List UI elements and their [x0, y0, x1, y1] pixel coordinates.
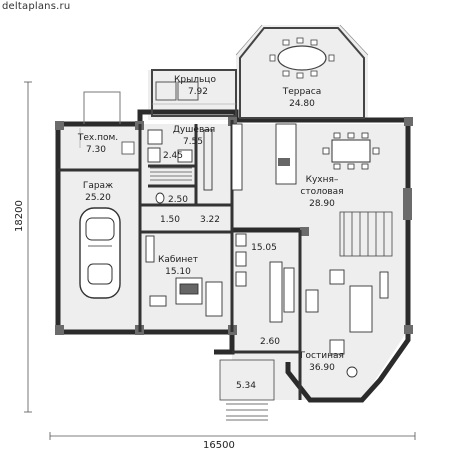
room-name-porch: Крыльцо: [174, 75, 216, 85]
room-area-corridor: 3.22: [200, 215, 220, 225]
porch: [151, 69, 237, 117]
room-name-kitchen-1: Кухня–: [306, 175, 339, 185]
entry-steps: [219, 359, 275, 421]
room-name-tech: Тех.пом.: [77, 133, 118, 143]
room-name-kitchen-2: столовая: [300, 187, 343, 197]
small-staircase: [150, 167, 192, 181]
room-area-kitchen: 28.90: [309, 199, 335, 209]
room-area-terrace: 24.80: [289, 99, 315, 109]
room-area-wc: 2.50: [168, 195, 188, 205]
room-area-closet: 1.50: [160, 215, 180, 225]
dimension-lines: [24, 81, 416, 440]
hall-fixtures: [235, 233, 295, 323]
room-labels: Крыльцо 7.92 Терраса 24.80 Тех.пом. 7.30…: [77, 75, 344, 391]
room-area-office: 15.10: [165, 267, 191, 277]
room-area-garage: 25.20: [85, 193, 111, 203]
width-dimension: 16500: [203, 440, 235, 450]
room-area-porch: 7.92: [188, 87, 208, 97]
shower-room-fixtures: [147, 129, 213, 204]
room-name-living: Гостиная: [300, 351, 344, 361]
room-area-living: 36.90: [309, 363, 335, 373]
room-area-hall: 15.05: [251, 243, 277, 253]
room-area-small-stairs: 2.45: [163, 151, 183, 161]
room-area-entry: 5.34: [236, 381, 256, 391]
room-name-office: Кабинет: [158, 255, 198, 265]
kitchen-dining: [231, 123, 380, 191]
room-name-shower: Душевая: [173, 125, 215, 135]
room-name-terrace: Терраса: [282, 87, 321, 97]
site-watermark: deltaplans.ru: [2, 1, 71, 12]
interior-walls: [58, 120, 302, 400]
main-staircase: [339, 211, 393, 257]
office-furniture: [145, 235, 223, 317]
height-dimension: 18200: [14, 200, 25, 232]
tech-room: [79, 128, 135, 155]
room-area-vestibule: 2.60: [260, 337, 280, 347]
living-room-furniture: [305, 269, 389, 378]
garage-entry-ramp: [83, 91, 121, 124]
garage-car: [79, 207, 121, 299]
room-area-tech: 7.30: [86, 145, 106, 155]
room-name-garage: Гараж: [83, 181, 113, 191]
room-area-shower: 7.55: [183, 137, 203, 147]
terrace: [235, 24, 369, 119]
